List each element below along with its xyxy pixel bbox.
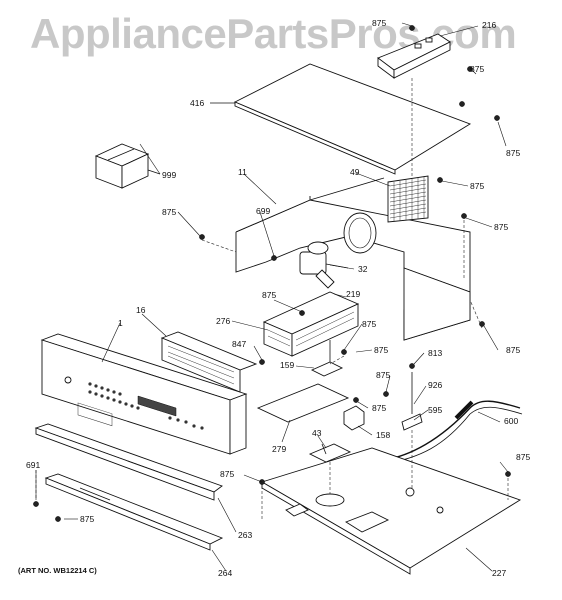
part-159-279-shields (256, 340, 350, 423)
callout-1: 1 (118, 318, 123, 328)
callout-875: 875 (80, 514, 94, 524)
callout-875: 875 (494, 222, 508, 232)
callout-875: 875 (506, 345, 520, 355)
callout-labels: 875 216 875 416 875 999 11 49 875 875 69… (26, 18, 530, 578)
part-158-43-switches (308, 405, 365, 463)
callout-875: 875 (372, 18, 386, 28)
callout-875: 875 (372, 403, 386, 413)
callout-691: 691 (26, 460, 40, 470)
callout-875: 875 (262, 290, 276, 300)
art-number: (ART NO. WB12214 C) (18, 566, 97, 575)
part-216-bracket (377, 33, 451, 79)
part-219-board (262, 291, 360, 357)
callout-875: 875 (374, 345, 388, 355)
part-264-trim (44, 473, 224, 551)
part-416-top-panel (210, 63, 472, 175)
assembly-lines (35, 78, 509, 520)
callout-279: 279 (272, 444, 286, 454)
callout-875: 875 (376, 370, 390, 380)
callout-43: 43 (312, 428, 322, 438)
screws (33, 25, 511, 522)
callout-595: 595 (428, 405, 442, 415)
part-999-box (94, 143, 161, 189)
callout-219: 219 (346, 289, 360, 299)
callout-875: 875 (362, 319, 376, 329)
callout-158: 158 (376, 430, 390, 440)
callout-875: 875 (220, 469, 234, 479)
callout-875: 875 (162, 207, 176, 217)
callout-32: 32 (358, 264, 368, 274)
callout-600: 600 (504, 416, 518, 426)
callout-875: 875 (470, 64, 484, 74)
callout-875: 875 (470, 181, 484, 191)
part-16-display-board (160, 331, 258, 393)
callout-227: 227 (492, 568, 506, 578)
callout-813: 813 (428, 348, 442, 358)
callout-416: 416 (190, 98, 204, 108)
callout-276: 276 (216, 316, 230, 326)
part-263-trim (34, 423, 223, 501)
callout-11: 11 (238, 167, 247, 177)
callout-847: 847 (232, 339, 246, 349)
callout-926: 926 (428, 380, 442, 390)
callout-216: 216 (482, 20, 496, 30)
leader-lines (35, 22, 509, 572)
part-595-926-600-sensor (383, 372, 523, 465)
part-32-fan-motor (299, 241, 349, 289)
callout-16: 16 (136, 305, 146, 315)
part-1-control-panel (40, 333, 248, 455)
callout-49: 49 (350, 167, 360, 177)
part-227-bottom-panel (260, 447, 522, 575)
callout-999: 999 (162, 170, 176, 180)
callout-264: 264 (218, 568, 232, 578)
callout-875: 875 (506, 148, 520, 158)
callout-263: 263 (238, 530, 252, 540)
callout-699: 699 (256, 206, 270, 216)
callout-875: 875 (516, 452, 530, 462)
callout-159: 159 (280, 360, 294, 370)
part-49-grille (387, 175, 429, 223)
part-11-wrapper (235, 177, 471, 341)
